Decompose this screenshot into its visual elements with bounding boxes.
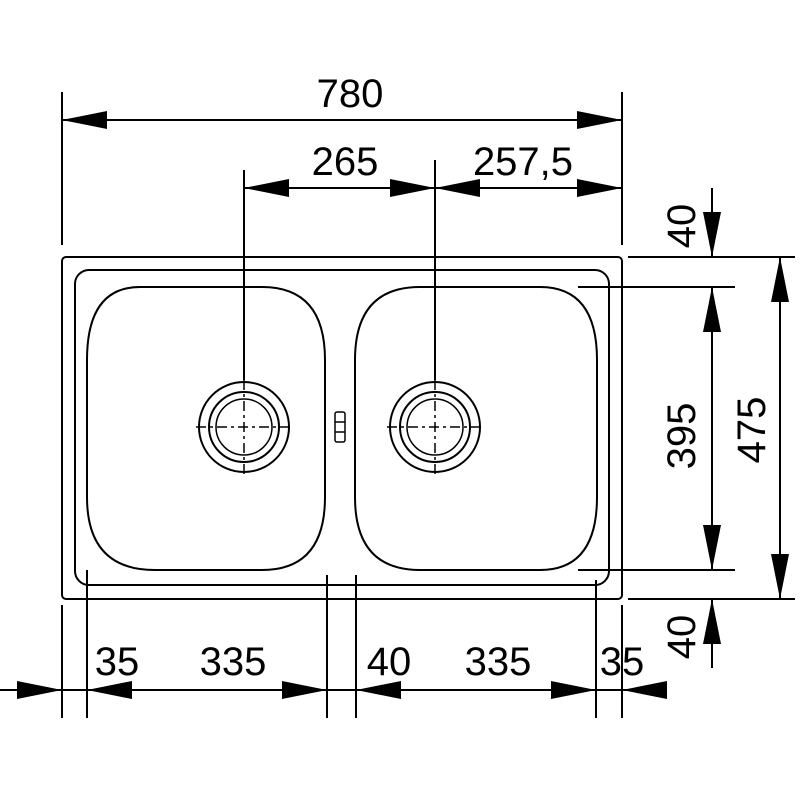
- dimension-labels: 780 265 257,5 35 335 40 335 35 40 395 47…: [95, 72, 774, 684]
- label-overall-width: 780: [317, 72, 384, 116]
- label-left-drain-offset: 265: [312, 140, 379, 184]
- sink-outer-edge: [61, 256, 623, 600]
- label-right-drain-offset: 257,5: [473, 140, 573, 184]
- label-overall-depth: 475: [730, 397, 774, 464]
- label-left-edge: 35: [95, 640, 140, 684]
- right-bowl: [354, 286, 598, 571]
- sink-inner-rim: [74, 269, 610, 586]
- overflow-slot: [334, 411, 346, 443]
- left-bowl: [86, 286, 326, 571]
- dimension-arrows: [17, 111, 789, 699]
- label-center-gap: 40: [367, 640, 412, 684]
- label-bowl-depth: 395: [660, 403, 704, 470]
- label-right-bowl-width: 335: [465, 640, 532, 684]
- drain-centerlines: [196, 380, 483, 475]
- label-left-bowl-width: 335: [200, 640, 267, 684]
- label-bottom-margin: 40: [660, 615, 704, 660]
- label-right-edge: 35: [600, 640, 645, 684]
- sink-outline: [61, 256, 623, 600]
- label-top-margin: 40: [660, 204, 704, 249]
